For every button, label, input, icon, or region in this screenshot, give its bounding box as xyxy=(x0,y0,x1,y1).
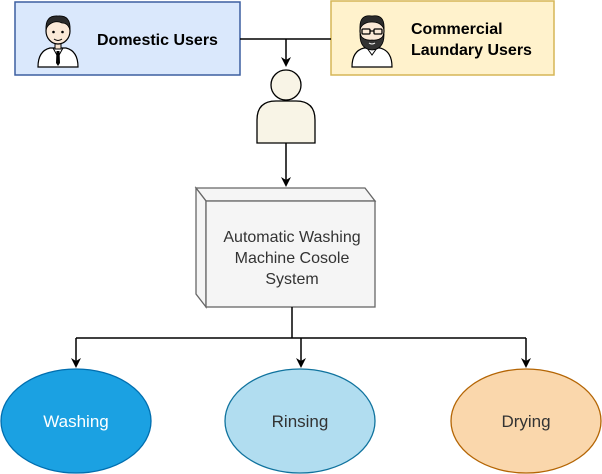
commercial-users-label-line-2: Laundary Users xyxy=(411,42,532,59)
drying-node[interactable]: Drying xyxy=(450,368,602,474)
washing-label: Washing xyxy=(43,412,109,431)
rinsing-label: Rinsing xyxy=(272,412,329,431)
commercial-users-box[interactable]: Commercial Laundary Users xyxy=(330,0,555,76)
system-box[interactable]: Automatic Washing Machine Cosole System xyxy=(194,186,377,309)
domestic-users-box[interactable]: Domestic Users xyxy=(14,1,241,76)
commercial-users-label-line-1: Commercial xyxy=(411,21,503,38)
domestic-users-label: Domestic Users xyxy=(97,32,218,49)
rinsing-node[interactable]: Rinsing xyxy=(224,368,376,474)
system-label-line-3: System xyxy=(265,271,318,288)
drying-label: Drying xyxy=(501,412,550,431)
male-user-icon xyxy=(37,15,79,68)
system-label-line-1: Automatic Washing xyxy=(223,229,360,246)
washing-node[interactable]: Washing xyxy=(0,368,152,474)
bearded-user-icon xyxy=(351,15,393,68)
generic-user-icon[interactable] xyxy=(256,69,316,144)
system-label-line-2: Machine Cosole xyxy=(235,250,350,267)
